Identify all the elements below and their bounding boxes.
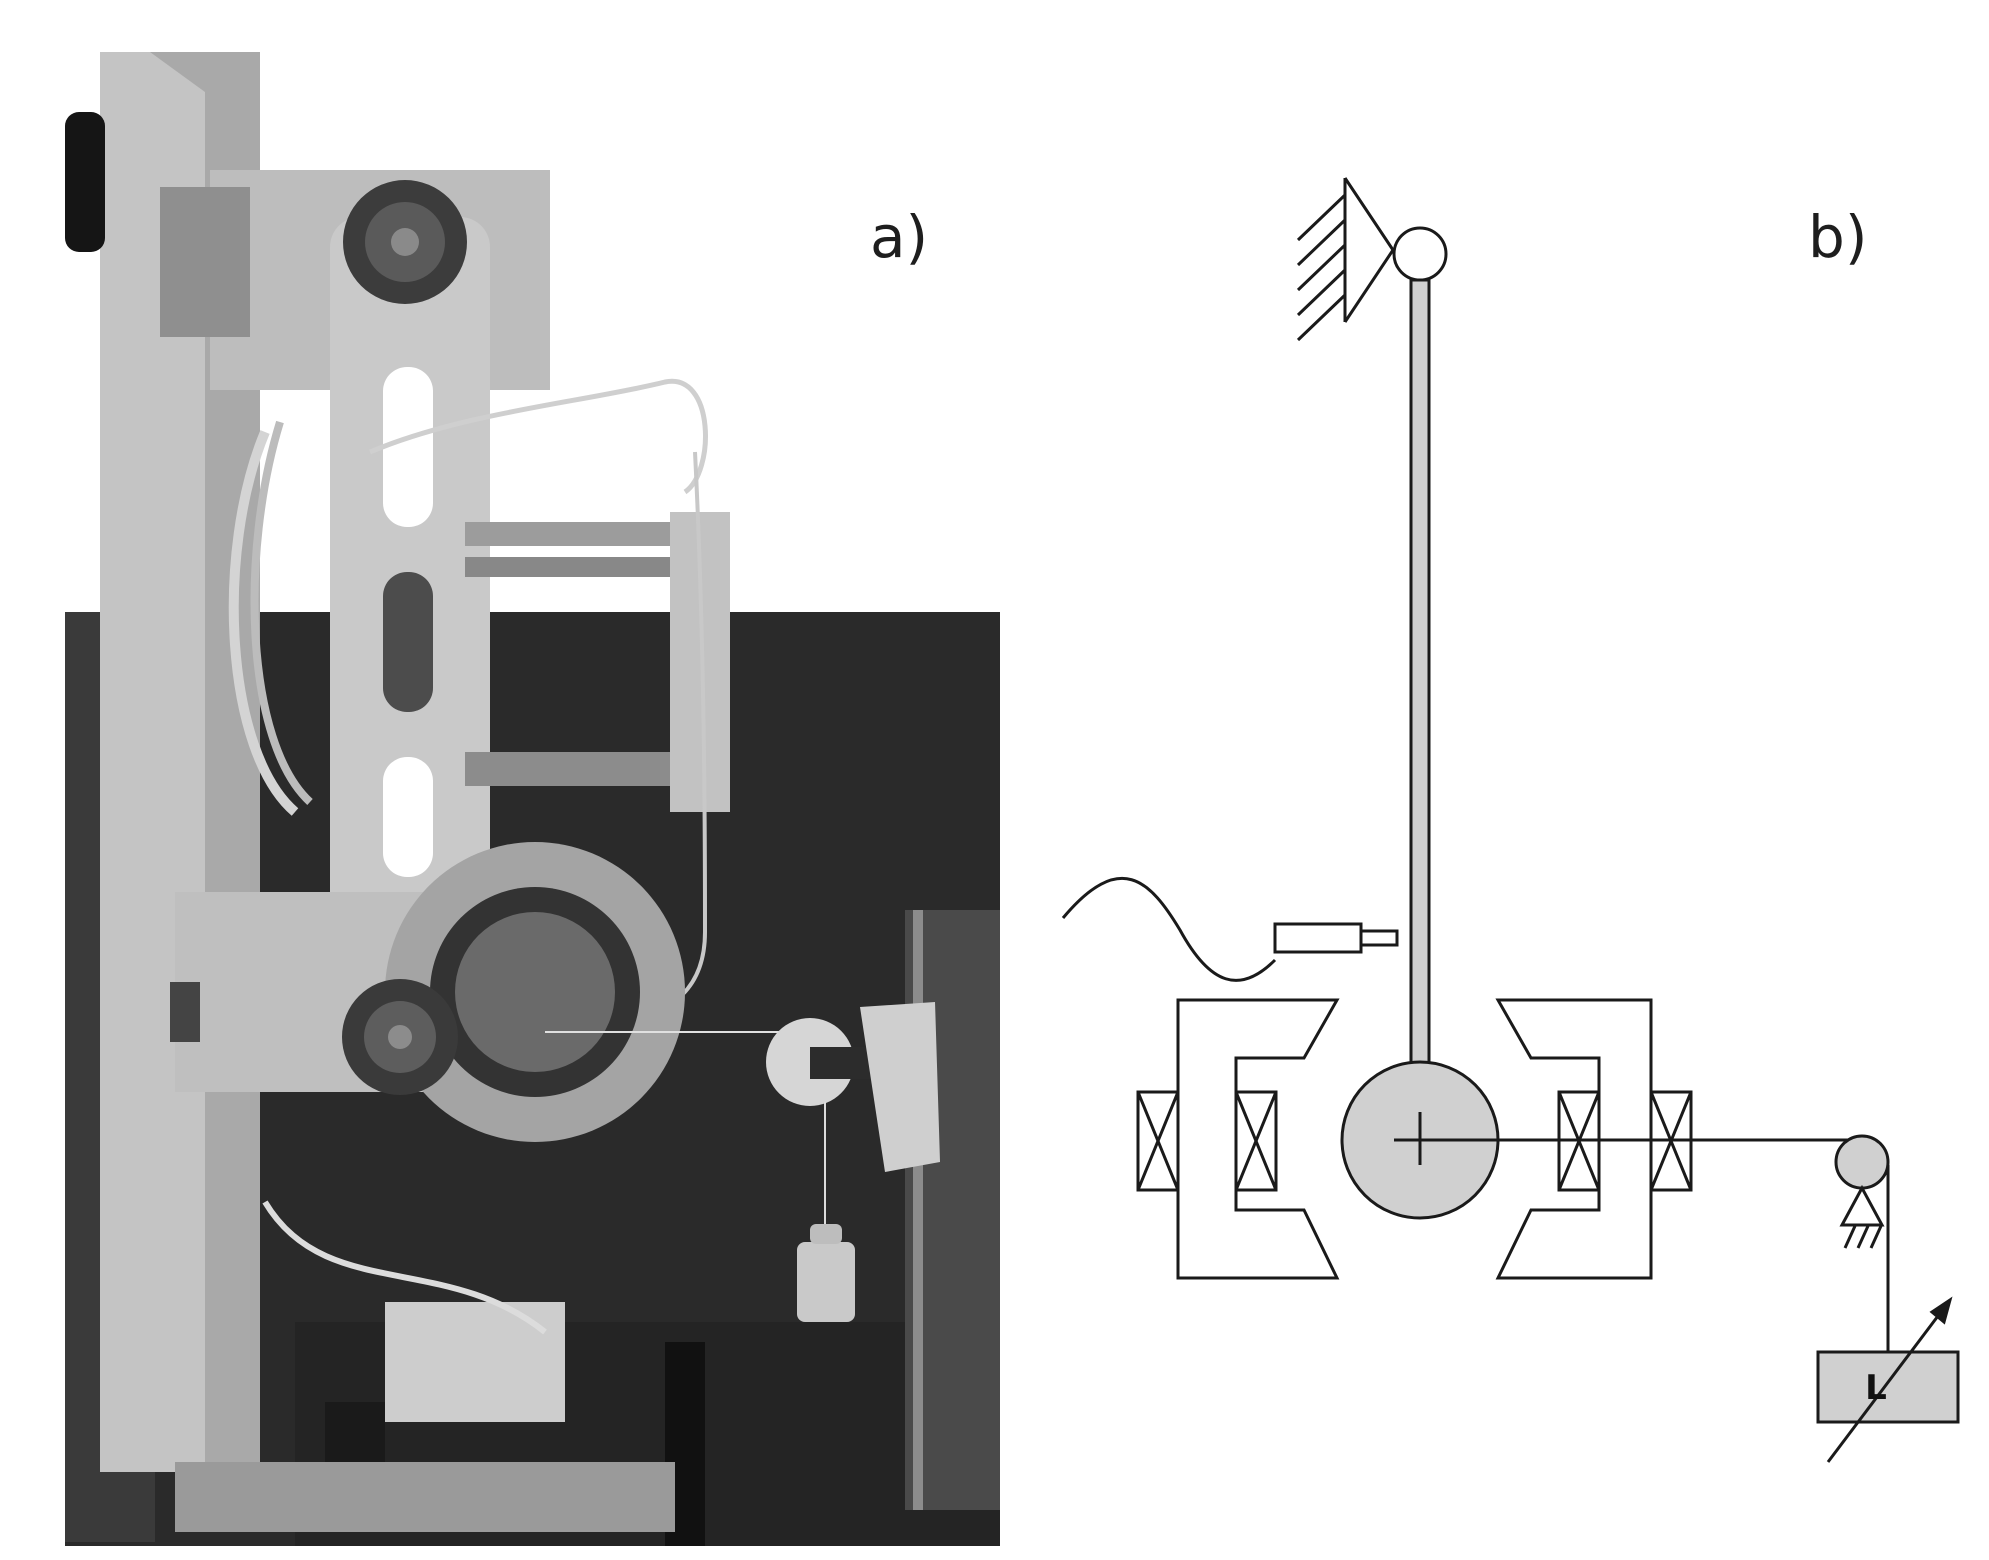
panel-label-a: a) bbox=[870, 203, 929, 271]
load-wire bbox=[1394, 1138, 1890, 1352]
guide-pulley bbox=[1834, 1134, 1890, 1190]
pivot-joint bbox=[1392, 226, 1448, 282]
fixed-support bbox=[1296, 177, 1395, 342]
load-box bbox=[1816, 1350, 1960, 1424]
coil-2 bbox=[1234, 1090, 1278, 1192]
rig-photo bbox=[65, 52, 1000, 1546]
load-label: L bbox=[1865, 1368, 1887, 1408]
variable-load-arrow bbox=[1826, 1299, 1952, 1463]
pendulum-rod bbox=[1409, 278, 1431, 1072]
panel-label-b: b) bbox=[1808, 203, 1868, 271]
left-magnet-yoke bbox=[1176, 998, 1340, 1280]
right-magnet-yoke bbox=[1495, 998, 1653, 1280]
sensor-signal-wave bbox=[1061, 876, 1277, 982]
coil-1 bbox=[1136, 1090, 1180, 1192]
displacement-sensor bbox=[1273, 922, 1363, 954]
